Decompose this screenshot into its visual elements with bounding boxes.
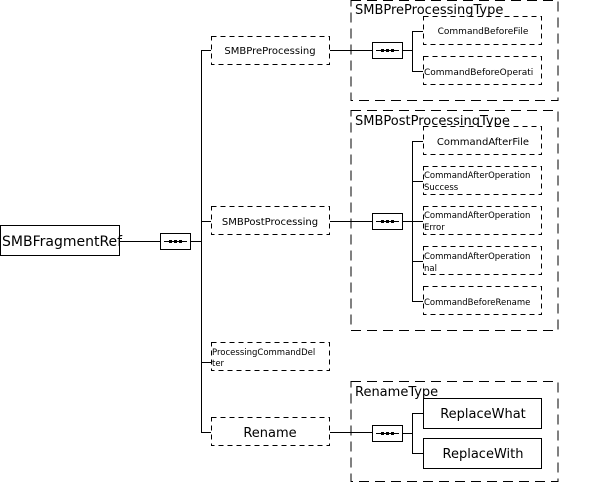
element-commandafteroperationerror-line2: Error [424, 223, 445, 233]
element-commandafteroperationsuccess[interactable]: CommandAfterOperation Success [423, 166, 542, 195]
root-element[interactable]: SMBFragmentRef [0, 225, 124, 256]
element-rename-label: Rename [243, 426, 296, 441]
element-commandafteroperationsuccess-line1: CommandAfterOperation [424, 171, 530, 181]
element-smbpostprocessing[interactable]: SMBPostProcessing [211, 206, 330, 235]
type-box-smbpostprocessingtype: SMBPostProcessingType [350, 110, 559, 331]
element-commandbeforerename[interactable]: CommandBeforeRename [423, 286, 542, 315]
element-smbpreprocessing[interactable]: SMBPreProcessing [211, 36, 330, 65]
element-processingcommanddelimiter-line2: ter [212, 359, 225, 369]
element-smbpreprocessing-label: SMBPreProcessing [224, 46, 315, 57]
element-smbpostprocessing-label: SMBPostProcessing [222, 217, 318, 228]
element-replacewith[interactable]: ReplaceWith [423, 438, 542, 469]
root-trunk [201, 50, 211, 433]
element-replacewhat[interactable]: ReplaceWhat [423, 398, 542, 429]
type-title-post: SMBPostProcessingType [355, 114, 510, 129]
post-trunk [403, 141, 423, 302]
element-replacewhat-label: ReplaceWhat [440, 407, 526, 422]
type-title-pre: SMBPreProcessingType [355, 3, 503, 18]
sequence-icon[interactable] [372, 213, 403, 230]
element-commandbeforefile[interactable]: CommandBeforeFile [423, 16, 542, 45]
element-commandafterfile-label: CommandAfterFile [437, 137, 529, 148]
element-commandafteroperationerror[interactable]: CommandAfterOperation Error [423, 206, 542, 235]
element-commandafteroperationfinal-line1: CommandAfterOperation [424, 252, 530, 262]
element-commandbeforeoperation-label: CommandBeforeOperati [424, 68, 533, 78]
type-box-renametype: RenameType [350, 381, 559, 482]
element-rename[interactable]: Rename [211, 417, 330, 446]
pre-trunk [403, 31, 423, 72]
element-replacewith-label: ReplaceWith [443, 447, 524, 462]
element-commandafteroperationfinal[interactable]: CommandAfterOperation nal [423, 246, 542, 275]
element-commandbeforerename-label: CommandBeforeRename [424, 298, 530, 308]
sequence-icon[interactable] [372, 42, 403, 59]
element-commandafteroperationsuccess-line2: Success [424, 183, 459, 193]
element-processingcommanddelimiter[interactable]: ProcessingCommandDel ter [211, 342, 330, 371]
element-commandafterfile[interactable]: CommandAfterFile [423, 126, 542, 155]
type-title-rename: RenameType [355, 385, 438, 400]
sequence-icon[interactable] [160, 233, 191, 250]
sequence-icon[interactable] [372, 425, 403, 442]
element-commandafteroperationfinal-line2: nal [424, 264, 437, 274]
element-commandafteroperationerror-line1: CommandAfterOperation [424, 211, 530, 221]
element-processingcommanddelimiter-line1: ProcessingCommandDel [212, 348, 315, 358]
element-commandbeforefile-label: CommandBeforeFile [438, 27, 529, 37]
rename-trunk [403, 413, 423, 454]
element-commandbeforeoperation[interactable]: CommandBeforeOperati [423, 56, 542, 85]
root-element-label: SMBFragmentRef [2, 234, 123, 250]
